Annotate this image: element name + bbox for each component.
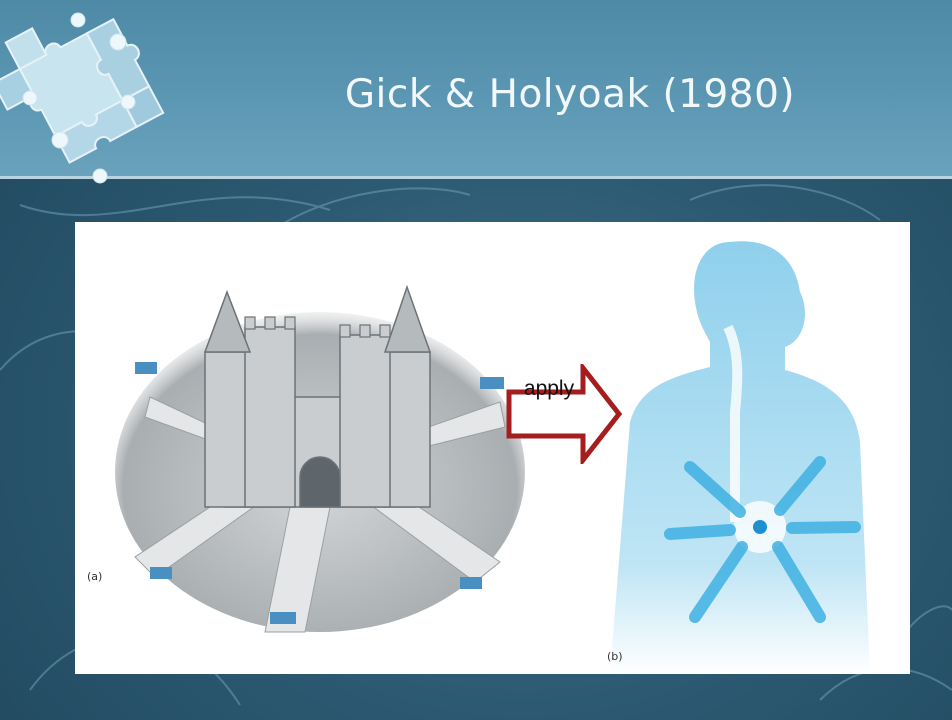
analogy-figure: apply (a) (b) (75, 222, 910, 674)
caption-a: (a) (87, 570, 102, 583)
arrow-label: apply (512, 377, 586, 401)
caption-b: (b) (607, 650, 623, 663)
fortress-illustration (115, 277, 535, 637)
puzzle-pieces-icon (0, 0, 175, 190)
slide-title: Gick & Holyoak (1980) (300, 72, 840, 117)
human-silhouette-illustration (610, 222, 870, 674)
